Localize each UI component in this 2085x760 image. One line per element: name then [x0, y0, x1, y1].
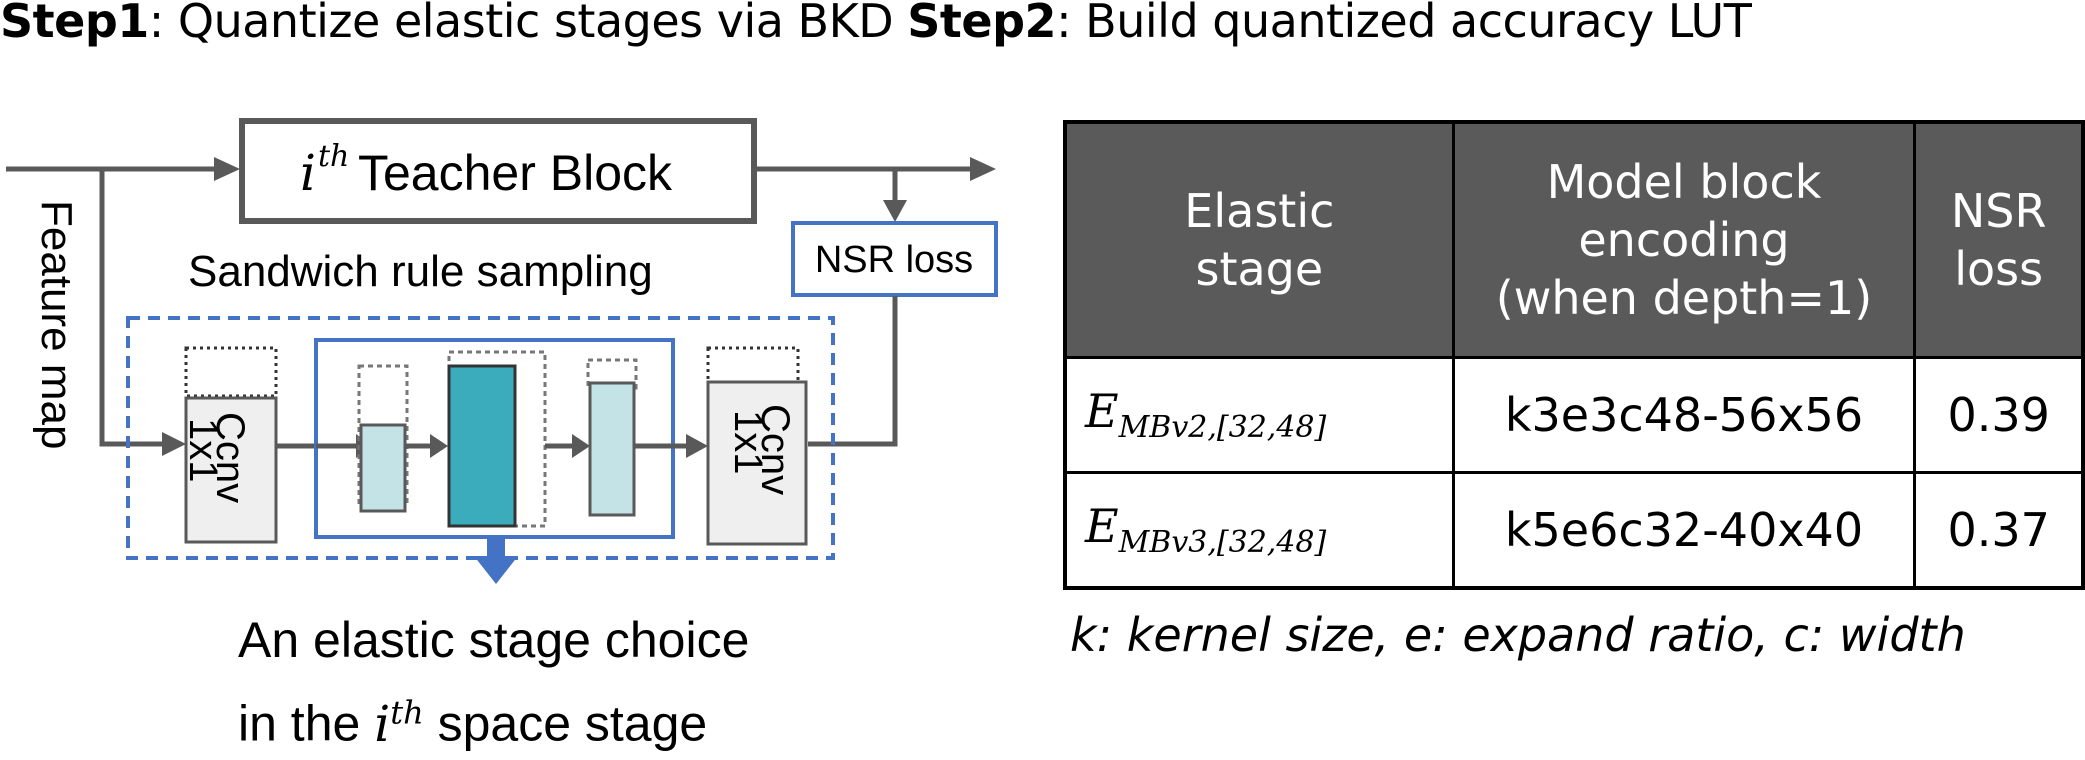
student-stage-container: [126, 316, 835, 560]
teacher-block-prefix: i: [300, 144, 316, 202]
conv2-label-line1: Ccnv: [753, 404, 797, 495]
conv1-dotted-slot: [184, 346, 278, 398]
cell-loss: 0.39: [1913, 356, 2085, 474]
figure-title: Step1: Quantize elastic stages via BKD S…: [0, 0, 2085, 48]
caption-var: i: [374, 694, 391, 753]
caption-var-sup: th: [390, 693, 424, 731]
conv1-block: [184, 396, 278, 544]
cell-encoding: k3e3c48-56x56: [1451, 356, 1917, 474]
header-line: (when depth=1): [1495, 271, 1873, 325]
header-line: encoding: [1578, 213, 1790, 267]
block-c: [588, 381, 636, 517]
block-a: [359, 423, 407, 513]
table-row: EMBv3,[32,48] k5e6c32-40x40 0.37: [1063, 471, 2085, 590]
cell-stage: EMBv2,[32,48]: [1063, 356, 1455, 474]
inner-arrowhead-d: [686, 434, 708, 458]
header-line: Model block: [1546, 155, 1822, 209]
conv1-label-line1: Ccnv: [208, 412, 252, 503]
teacher-block-label: Teacher Block: [358, 145, 673, 201]
header-nsr-loss: NSR loss: [1913, 120, 2085, 359]
caption-line2-suffix: space stage: [423, 695, 708, 752]
header-model-block-encoding: Model block encoding (when depth=1): [1451, 120, 1917, 359]
block-b: [447, 364, 517, 528]
student-to-loss-line: [808, 296, 898, 447]
header-line: loss: [1954, 242, 2044, 296]
step2-text: : Build quantized accuracy LUT: [1056, 0, 1752, 48]
accuracy-lut-table: Elastic stage Model block encoding (when…: [1063, 120, 2085, 590]
conv1-label-line2: 1x1: [181, 418, 225, 483]
cell-encoding: k5e6c32-40x40: [1451, 471, 1917, 590]
feature-map-arrowhead: [162, 432, 186, 456]
stage-base: E: [1085, 499, 1119, 554]
teacher-output-arrowhead: [970, 157, 996, 181]
input-arrowhead: [214, 157, 240, 181]
choice-arrow-shaft: [487, 537, 505, 557]
header-line: NSR: [1950, 184, 2047, 238]
teacher-block: [239, 118, 757, 224]
step2-label: Step2: [907, 0, 1057, 48]
header-elastic-stage: Elastic stage: [1063, 120, 1455, 359]
caption-line2: in the ith space stage: [238, 676, 749, 760]
teacher-block-superscript: th: [318, 139, 349, 174]
bkd-diagram: i th Teacher Block NSR loss Sandwich rul…: [6, 118, 998, 584]
header-line: Elastic: [1184, 184, 1335, 238]
nsr-loss-label: NSR loss: [815, 239, 973, 281]
sandwich-rule-label: Sandwich rule sampling: [188, 247, 653, 296]
inner-arrowhead-c: [572, 434, 590, 458]
inner-arrowhead-b: [430, 434, 448, 458]
table-row: EMBv2,[32,48] k3e3c48-56x56 0.39: [1063, 356, 2085, 474]
header-line: stage: [1195, 242, 1324, 296]
conv2-block: [706, 380, 808, 546]
caption-line2-var: ith: [374, 693, 424, 753]
stage-sub: MBv2,[32,48]: [1118, 410, 1327, 446]
step1-text: : Quantize elastic stages via BKD: [148, 0, 908, 48]
caption-line2-prefix: in the: [238, 695, 375, 752]
stage-base: E: [1085, 384, 1119, 439]
conv2-label-line2: 1x1: [726, 410, 770, 475]
feature-map-label: Feature map: [32, 200, 81, 449]
cell-loss: 0.37: [1913, 471, 2085, 590]
table-header-row: Elastic stage Model block encoding (when…: [1063, 120, 2085, 359]
table-note: k: kernel size, e: expand ratio, c: widt…: [1070, 608, 1966, 662]
cell-stage: EMBv3,[32,48]: [1063, 471, 1455, 590]
choice-arrow-head: [474, 556, 518, 584]
nsr-loss-box: [791, 221, 998, 297]
branch-to-loss-arrowhead: [883, 200, 907, 222]
stage-sub: MBv3,[32,48]: [1118, 525, 1327, 561]
caption-line1: An elastic stage choice: [238, 612, 750, 668]
step1-label: Step1: [0, 0, 149, 48]
elastic-choice-caption: An elastic stage choice in the ith space…: [238, 604, 749, 760]
feature-map-line: [99, 169, 168, 447]
